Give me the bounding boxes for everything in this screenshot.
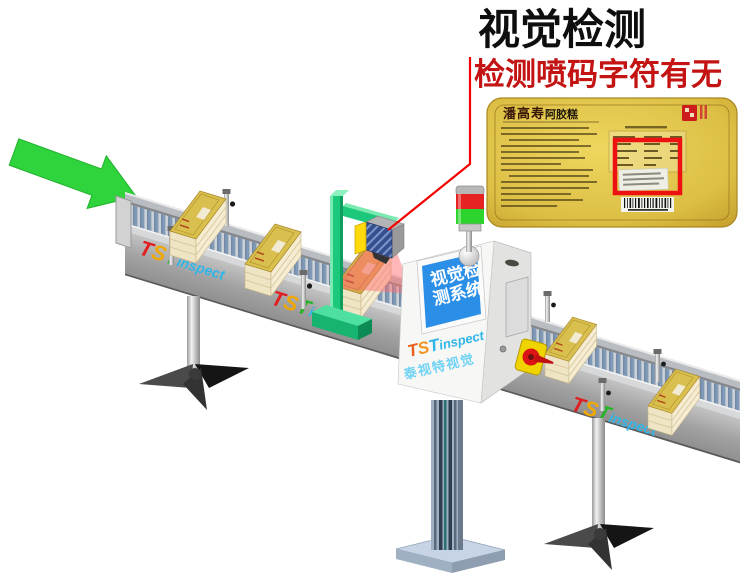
barcode	[621, 197, 674, 212]
sensor-post	[222, 189, 236, 226]
direction-arrow-icon	[8, 138, 138, 210]
inspection-machine: 视觉检 测系统 TSTinspect 泰视特视觉	[397, 240, 554, 404]
product-box	[647, 368, 701, 437]
camera-light-panel	[354, 221, 367, 255]
product-box	[169, 190, 227, 264]
machine-pedestal	[395, 400, 506, 573]
machine-screen: 视觉检 测系统	[416, 245, 487, 335]
side-panel	[505, 276, 529, 338]
conveyor-end-cap	[115, 195, 132, 249]
side-screw	[499, 345, 507, 353]
conveyor-leg	[139, 296, 249, 410]
inkjet-code-label	[618, 167, 669, 192]
brand-seal	[682, 105, 707, 121]
tower-green-light	[456, 209, 484, 224]
package-fine-print	[501, 127, 597, 207]
sensor-post	[598, 378, 611, 411]
annotation-title: 视觉检测	[478, 6, 646, 53]
annotation-subtitle: 检测喷码字符有无	[474, 57, 722, 92]
camera-light-cone	[333, 251, 413, 294]
sensor-post	[543, 291, 556, 322]
tower-red-light	[456, 194, 484, 209]
conveyor-leg	[544, 418, 654, 570]
power-switch	[514, 338, 554, 376]
nutrition-table	[608, 126, 687, 173]
sensor-post	[299, 270, 313, 309]
callout-line	[387, 57, 472, 231]
sensor-post	[653, 349, 666, 382]
cable-hole	[505, 259, 519, 267]
camera	[354, 215, 405, 264]
package-photo: 潘高寿阿胶糕	[486, 97, 738, 228]
package-name: 潘高寿阿胶糕	[503, 106, 578, 121]
product-box	[244, 223, 302, 297]
camera-lens	[372, 252, 390, 264]
highlight-rect	[612, 137, 683, 196]
signal-tower	[455, 185, 485, 267]
